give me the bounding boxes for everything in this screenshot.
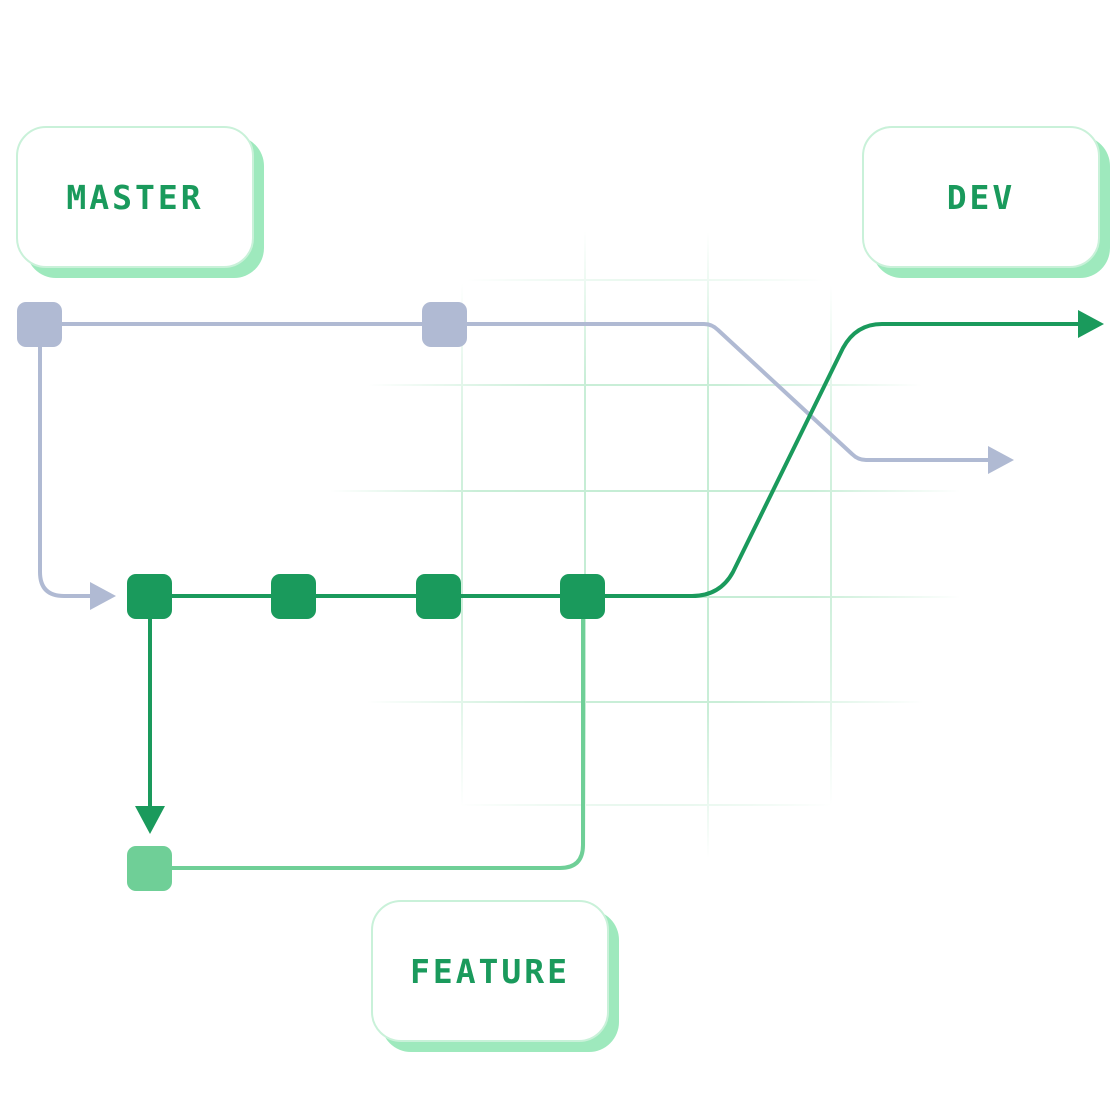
dev-commit-4 <box>560 574 605 619</box>
master-commit-2 <box>422 302 467 347</box>
dev-commit-3 <box>416 574 461 619</box>
feature-label-face: FEATURE <box>371 900 609 1042</box>
background-grid <box>320 220 980 860</box>
master-commit-1 <box>17 302 62 347</box>
feature-label: FEATURE <box>409 951 571 991</box>
master-to-dev-arrow-icon <box>90 582 116 610</box>
feature-label-card: FEATURE <box>371 900 619 1052</box>
master-label-card: MASTER <box>16 126 264 278</box>
dev-main-line <box>148 322 1084 598</box>
dev-arrow-icon <box>1078 310 1104 338</box>
dev-branch <box>148 322 1084 810</box>
master-main-line <box>38 322 992 462</box>
dev-commit-1 <box>127 574 172 619</box>
dev-label-card: DEV <box>862 126 1110 278</box>
dev-label: DEV <box>946 177 1016 217</box>
master-to-dev-line <box>38 322 94 598</box>
master-label: MASTER <box>66 177 204 217</box>
master-label-face: MASTER <box>16 126 254 268</box>
dev-commit-2 <box>271 574 316 619</box>
dev-label-face: DEV <box>862 126 1100 268</box>
dev-to-feature-arrow-icon <box>135 806 165 834</box>
feature-branch-line <box>148 594 585 870</box>
feature-commit-1 <box>127 846 172 891</box>
master-arrow-icon <box>988 446 1014 474</box>
master-branch <box>38 322 992 598</box>
